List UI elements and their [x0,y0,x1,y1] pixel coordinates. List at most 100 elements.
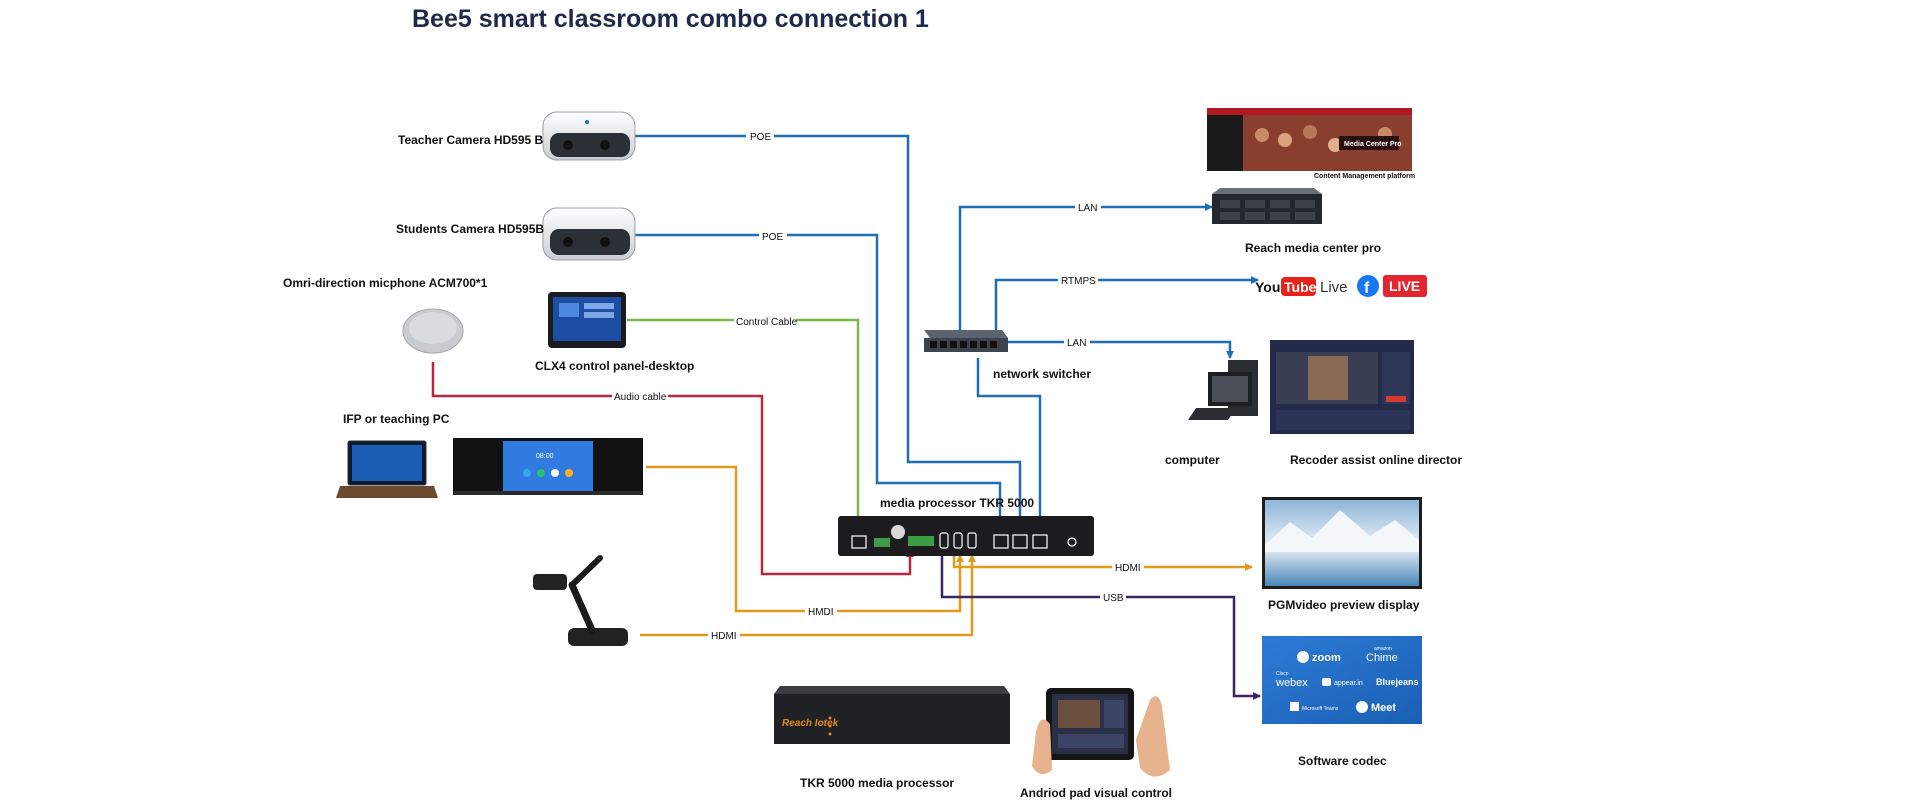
switcher-port-3 [950,341,957,348]
control-cable-label: Control Cable [736,317,798,328]
android-pad-preview [1058,700,1100,728]
server-bay-5 [1220,212,1240,220]
server-bay-1 [1220,200,1240,208]
diagram-title: Bee5 smart classroom combo connection 1 [412,5,929,33]
teacher-camera [542,111,636,161]
control-panel-tile-1 [559,303,579,317]
audience-dot-4 [1328,138,1342,152]
laptop-display [352,445,422,481]
codec-cisco: Cisco [1276,671,1289,677]
ifp-app-3 [551,469,559,477]
doc-camera-base [568,628,628,646]
teacher-camera-lens-left [563,140,573,150]
processor-lan-3 [1032,534,1048,549]
tkr-led-2 [828,724,832,728]
document-camera [533,555,628,646]
switcher-port-2 [940,341,947,348]
processor-lan-1 [993,534,1009,549]
processor-port-control [851,535,867,549]
android-pad-thumbs [1058,734,1124,748]
students-camera-label: Students Camera HD595B [396,222,544,236]
android-pad-label: Andriod pad visual control [1020,786,1172,800]
content-platform-label: Content Management platform [1314,173,1415,180]
doc-camera-arm-lower [568,581,596,634]
facebook-live: LIVE [1389,278,1420,294]
hdmi-doc-cable [640,554,976,637]
control-cable [627,318,862,541]
server-bay-7 [1270,212,1290,220]
software-codec-label: Software codec [1298,754,1387,768]
content-platform-sidebar [1207,115,1243,171]
hdmi-ifp-cable [646,465,964,613]
content-platform: Media Center Pro [1207,108,1412,171]
codec-meet: Meet [1371,702,1396,714]
youtube-tube: Tube [1284,279,1317,295]
content-platform-banner [1339,136,1399,150]
media-processor-chassis [838,516,1094,556]
students-camera [542,207,636,261]
youtube-live: Live [1320,279,1348,296]
control-panel-label: CLX4 control panel-desktop [535,359,694,373]
server-bay-6 [1245,212,1265,220]
poe-students-cable [632,233,1004,533]
codec-teams: Microsoft Teams [1302,706,1339,712]
lan-computer-label: LAN [1067,338,1086,349]
teacher-camera-face [550,133,630,157]
facebook-logo-icon [1357,275,1379,297]
ifp-clock: 08:00 [536,453,554,460]
tkr-processor-top [774,686,1010,694]
control-panel [548,292,626,348]
tkr-processor-front [774,694,1010,744]
processor-power [1067,537,1077,547]
usb-cable [940,554,1261,700]
processor-hdmi-in-2 [953,532,963,549]
zoom-icon [1297,651,1309,663]
ifp-app-1 [523,469,531,477]
audience-dot-2 [1278,133,1292,147]
teacher-camera-indicator [585,120,589,124]
hdmi-display-label: HDMI [1115,563,1141,574]
doc-camera-head [533,574,567,590]
recorder-director-thumbs [1276,410,1410,430]
control-panel-tile-3 [584,312,614,318]
poe-teacher-cable [632,134,1024,533]
switcher-port-7 [990,341,997,348]
processor-terminal-green [874,538,890,547]
poe-students-label: POE [762,232,783,243]
appear-in-icon [1322,678,1331,686]
poe-teacher-label: POE [750,132,771,143]
media-processor [838,516,1094,556]
hdmi-doc-label: HDMI [711,631,737,642]
switcher-port-6 [980,341,987,348]
hand-right [1136,696,1170,777]
media-center-label: Reach media center pro [1245,241,1381,255]
ifp-label: IFP or teaching PC [343,412,450,426]
audience-dot-1 [1255,128,1269,142]
media-center-server-top [1212,188,1322,194]
switch-to-processor-cable [976,358,1044,533]
youtube-you: You [1255,279,1280,295]
students-camera-face [550,229,630,255]
hdmi-display-cable [952,554,1253,571]
students-camera-lens-right [600,237,610,247]
facebook-f: f [1364,280,1370,297]
android-pad [1032,688,1170,777]
server-bay-3 [1270,200,1290,208]
content-platform-banner-text: Media Center Pro [1344,141,1402,148]
ifp-board: 08:00 [453,438,643,495]
network-switcher [924,330,1008,352]
codec-appear-in: appear.in [1334,680,1363,687]
rtmps-label: RTMPS [1061,276,1096,287]
recorder-director-subject [1308,356,1348,400]
lan-computer-cable [1008,340,1234,359]
codec-bluejeans: Bluejeans [1376,677,1419,687]
tkr-processor-label: TKR 5000 media processor [800,776,954,790]
usb-label: USB [1103,593,1124,604]
processor-terminal-block [908,536,934,546]
hand-left [1032,719,1052,775]
tkr-processor-brand: Reach Iotek [782,718,839,729]
computer-keyboard [1188,408,1236,420]
computer-monitor-screen [1212,376,1248,402]
teacher-camera-label: Teacher Camera HD595 B [398,133,544,147]
